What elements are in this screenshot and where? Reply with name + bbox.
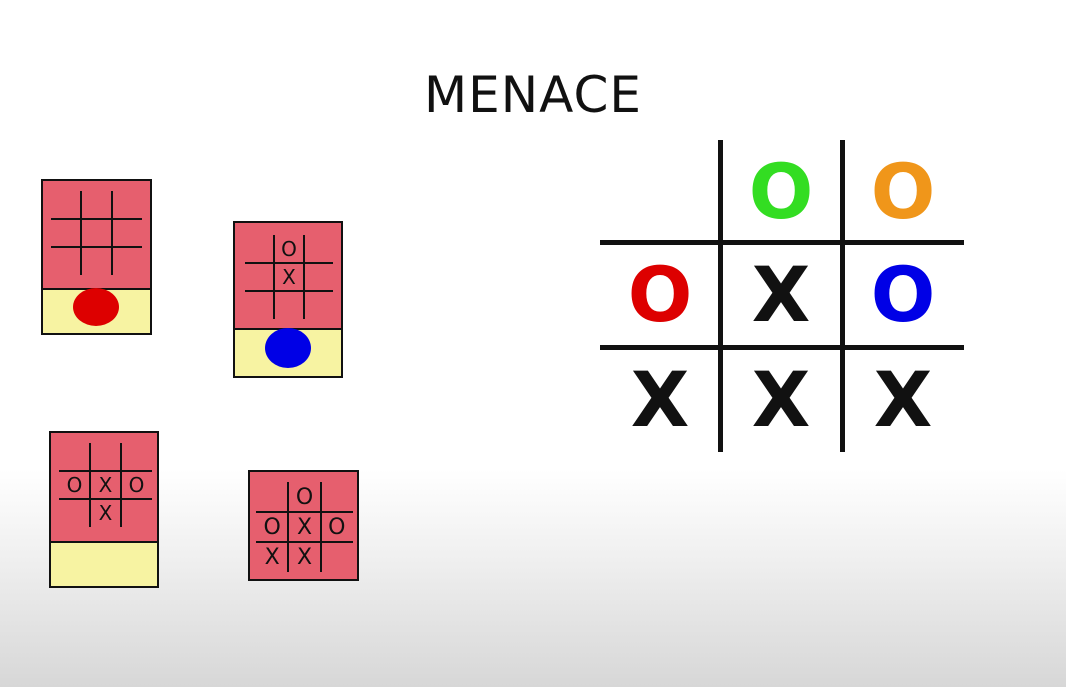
matchbox-board-0-grid-hline xyxy=(51,218,142,220)
matchbox-board-2-cell xyxy=(90,443,121,471)
matchbox-board-0-cell xyxy=(81,191,111,219)
matchbox-1-bead xyxy=(73,288,119,326)
matchbox-board-0-cell xyxy=(51,247,81,275)
matchbox-board-1-grid-hline xyxy=(245,290,333,292)
matchbox-board-3-cell: X xyxy=(296,544,313,570)
matchbox-1-drawer[interactable] xyxy=(41,288,152,335)
matchbox-board-0-cell xyxy=(81,247,111,275)
matchbox-board-2-cell: X xyxy=(98,501,113,525)
matchbox-board-3-cell xyxy=(321,482,353,512)
matchbox-board-1-cell xyxy=(304,235,333,263)
board-cell: O xyxy=(870,250,936,339)
matchbox-3-drawer[interactable] xyxy=(49,541,159,588)
matchbox-board-2-grid-hline xyxy=(59,498,152,500)
matchbox-board-3-cell: O xyxy=(295,484,314,510)
matchbox-2-drawer[interactable] xyxy=(233,328,343,378)
matchbox-board-1-cell: O xyxy=(281,237,297,261)
board-cell: O xyxy=(748,146,814,236)
board-cell xyxy=(600,140,720,242)
matchbox-board-0-cell xyxy=(112,219,142,247)
matchbox-board-1-cell xyxy=(245,291,274,319)
matchbox-board-3-grid-hline xyxy=(256,541,353,543)
matchbox-board-0-grid-hline xyxy=(51,246,142,248)
matchbox-board-0-grid-vline xyxy=(110,191,113,275)
matchbox-board-2-cell: O xyxy=(66,473,83,497)
matchbox-board-2-grid-hline xyxy=(59,470,152,472)
matchbox-board-2-grid-vline xyxy=(89,443,91,527)
matchbox-board-3-cell: X xyxy=(296,514,313,540)
matchbox-board-2-cell xyxy=(121,499,152,527)
matchbox-board-2-grid-vline xyxy=(120,443,122,527)
matchbox-board-1-cell xyxy=(245,263,274,291)
board-cell: X xyxy=(751,355,811,444)
matchbox-board-0-cell xyxy=(51,219,81,247)
matchbox-board-3-cell: O xyxy=(263,514,281,540)
matchbox-board-1-grid-vline xyxy=(273,235,276,319)
matchbox-board-0-cell xyxy=(81,219,111,247)
matchbox-board-0-cell xyxy=(112,247,142,275)
matchbox-board-2-cell: X xyxy=(98,473,113,497)
board-cell: X xyxy=(751,250,811,339)
board-cell: O xyxy=(870,146,936,236)
matchbox-board-3-cell xyxy=(321,542,353,572)
matchbox-board-2-cell: O xyxy=(128,473,145,497)
matchbox-board-3-grid-vline xyxy=(319,482,322,572)
board-vline xyxy=(717,140,723,452)
matchbox-1-board xyxy=(51,191,142,275)
matchbox-board-1-cell xyxy=(304,263,333,291)
matchbox-board-0-cell xyxy=(112,191,142,219)
page-title: MENACE xyxy=(424,66,642,124)
board-vline xyxy=(839,140,845,452)
matchbox-board-1-cell: X xyxy=(282,265,296,289)
matchbox-board-2-cell xyxy=(59,499,90,527)
board-cell: X xyxy=(630,355,690,444)
matchbox-board-1-cell xyxy=(274,291,303,319)
matchbox-board-2-cell xyxy=(121,443,152,471)
matchbox-1[interactable] xyxy=(41,179,152,335)
matchbox-board-0-cell xyxy=(51,191,81,219)
matchbox-board-3-cell xyxy=(256,482,288,512)
matchbox-board-1-grid-hline xyxy=(245,262,333,264)
matchbox-board-3-cell: X xyxy=(264,544,280,570)
matchbox-board-1-cell xyxy=(304,291,333,319)
matchbox-board-0-grid-vline xyxy=(80,191,83,275)
matchbox-board-1-cell xyxy=(245,235,274,263)
matchbox-2-bead xyxy=(265,328,311,368)
board-hline xyxy=(600,239,964,245)
matchbox-board-1-grid-vline xyxy=(302,235,305,319)
matchbox-board-3-cell: O xyxy=(328,514,346,540)
board-cell: O xyxy=(627,250,693,339)
matchbox-board-2-cell xyxy=(59,443,90,471)
matchbox-board-3-grid-vline xyxy=(287,482,290,572)
board-hline xyxy=(600,344,964,350)
board-cell: X xyxy=(873,355,933,444)
matchbox-board-3-grid-hline xyxy=(256,511,353,513)
